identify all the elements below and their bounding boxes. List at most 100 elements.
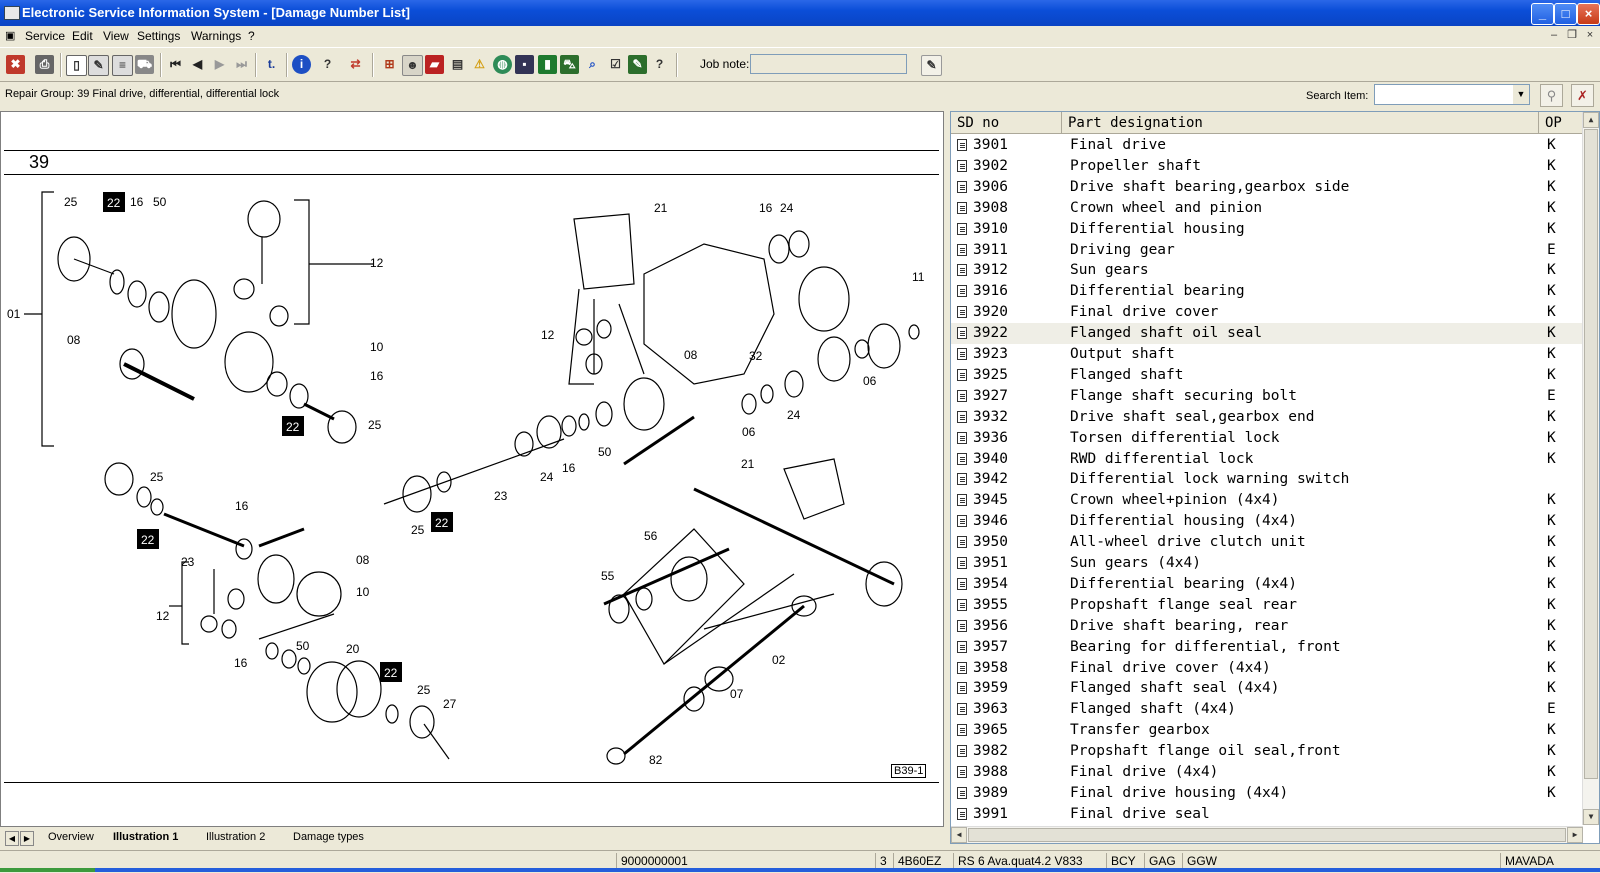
callout[interactable]: 21 — [741, 457, 755, 471]
callout[interactable]: 16 — [235, 499, 249, 513]
scroll-right-icon[interactable]: ▶ — [1567, 827, 1583, 843]
document-icon[interactable]: ▣ — [5, 30, 16, 42]
scroll-up-icon[interactable]: ▲ — [1583, 112, 1599, 128]
search-binoculars-icon[interactable]: ⚲ — [1540, 84, 1563, 107]
callout[interactable]: 27 — [443, 697, 457, 711]
menu-warnings[interactable]: Warnings — [191, 29, 242, 43]
first-record-icon[interactable]: ⏮ — [170, 57, 181, 71]
callout[interactable]: 12 — [541, 328, 555, 342]
next-record-icon[interactable]: ▶ — [214, 57, 225, 71]
callout[interactable]: 82 — [649, 753, 663, 767]
title-bar[interactable]: Electronic Service Information System - … — [0, 0, 1600, 26]
edit-document-icon[interactable]: ✎ — [88, 55, 109, 76]
new-document-icon[interactable]: ▯ — [66, 55, 87, 76]
callout[interactable]: 11 — [912, 270, 925, 284]
callout[interactable]: 16 — [759, 201, 773, 215]
tab-next-icon[interactable]: ▶ — [20, 831, 34, 846]
book-icon[interactable]: ▮ — [538, 55, 557, 74]
minimize-button[interactable]: _ — [1531, 3, 1554, 25]
tab-prev-icon[interactable]: ◀ — [5, 831, 19, 846]
exploded-diagram[interactable]: 25 22 16 50 12 01 08 10 16 22 25 21 16 2… — [4, 174, 940, 774]
callout[interactable]: 02 — [772, 653, 786, 667]
mdi-restore-button[interactable]: ❐ — [1567, 29, 1577, 41]
print-icon[interactable]: ⎙ — [35, 55, 54, 74]
callout[interactable]: 24 — [787, 408, 801, 422]
vehicle-icon[interactable]: ⛟ — [135, 55, 154, 74]
menu-help[interactable]: ? — [248, 29, 255, 43]
callout[interactable]: 56 — [644, 529, 658, 543]
search-doc-icon[interactable]: ⌕ — [589, 57, 596, 71]
callout[interactable]: 22 — [435, 516, 449, 530]
help-icon[interactable]: ? — [323, 57, 332, 71]
callout[interactable]: 08 — [684, 348, 698, 362]
tab-damage-types[interactable]: Damage types — [293, 831, 364, 843]
callout[interactable]: 10 — [356, 585, 370, 599]
mdi-minimize-button[interactable]: – — [1550, 29, 1558, 41]
callout[interactable]: 25 — [411, 523, 425, 537]
callout[interactable]: 55 — [601, 569, 615, 583]
callout[interactable]: 16 — [370, 369, 384, 383]
previous-record-icon[interactable]: ◀ — [192, 57, 203, 71]
jump-icon[interactable]: t. — [267, 57, 276, 71]
parts-icon[interactable]: ⊞ — [384, 57, 395, 71]
callout[interactable]: 12 — [370, 256, 384, 270]
callout[interactable]: 25 — [64, 195, 78, 209]
callout[interactable]: 16 — [234, 656, 248, 670]
job-note-field[interactable] — [750, 54, 907, 74]
tab-illustration-1[interactable]: Illustration 1 — [113, 831, 179, 843]
column-header-part[interactable]: Part designation — [1062, 112, 1539, 134]
callout[interactable]: 22 — [141, 533, 155, 547]
menu-edit[interactable]: Edit — [72, 29, 93, 43]
app-icon[interactable] — [4, 6, 20, 20]
scroll-left-icon[interactable]: ◀ — [951, 827, 967, 843]
hscrollbar-thumb[interactable] — [968, 828, 1566, 842]
globe-icon[interactable]: ◍ — [493, 55, 512, 74]
callout[interactable]: 50 — [296, 639, 310, 653]
callout[interactable]: 22 — [384, 666, 398, 680]
menu-view[interactable]: View — [103, 29, 129, 43]
callout[interactable]: 16 — [130, 195, 144, 209]
callout[interactable]: 25 — [368, 418, 382, 432]
info-icon[interactable]: i — [292, 55, 311, 74]
callout[interactable]: 21 — [654, 201, 668, 215]
close-button[interactable]: × — [1577, 3, 1600, 25]
horizontal-scrollbar[interactable]: ◀ ▶ — [951, 826, 1583, 843]
chevron-down-icon[interactable]: ▼ — [1513, 85, 1529, 104]
car-icon[interactable]: ⛍ — [560, 55, 579, 74]
callout[interactable]: 16 — [562, 461, 576, 475]
catalog-icon[interactable]: ▤ — [451, 57, 464, 71]
callout[interactable]: 23 — [494, 489, 508, 503]
mdi-close-button[interactable]: × — [1586, 29, 1594, 41]
column-header-op[interactable]: OP — [1539, 112, 1583, 134]
callout[interactable]: 07 — [730, 687, 744, 701]
job-note-edit-icon[interactable]: ✎ — [921, 55, 942, 76]
warning-icon[interactable]: ⚠ — [474, 57, 485, 71]
tab-illustration-2[interactable]: Illustration 2 — [206, 831, 266, 843]
disk-icon[interactable]: ▪ — [515, 55, 534, 74]
callout[interactable]: 24 — [540, 470, 554, 484]
vertical-scrollbar[interactable]: ▲ ▼ — [1582, 112, 1599, 825]
callout[interactable]: 10 — [370, 340, 384, 354]
maximize-button[interactable]: □ — [1554, 3, 1577, 25]
column-header-sd[interactable]: SD no — [951, 112, 1062, 134]
